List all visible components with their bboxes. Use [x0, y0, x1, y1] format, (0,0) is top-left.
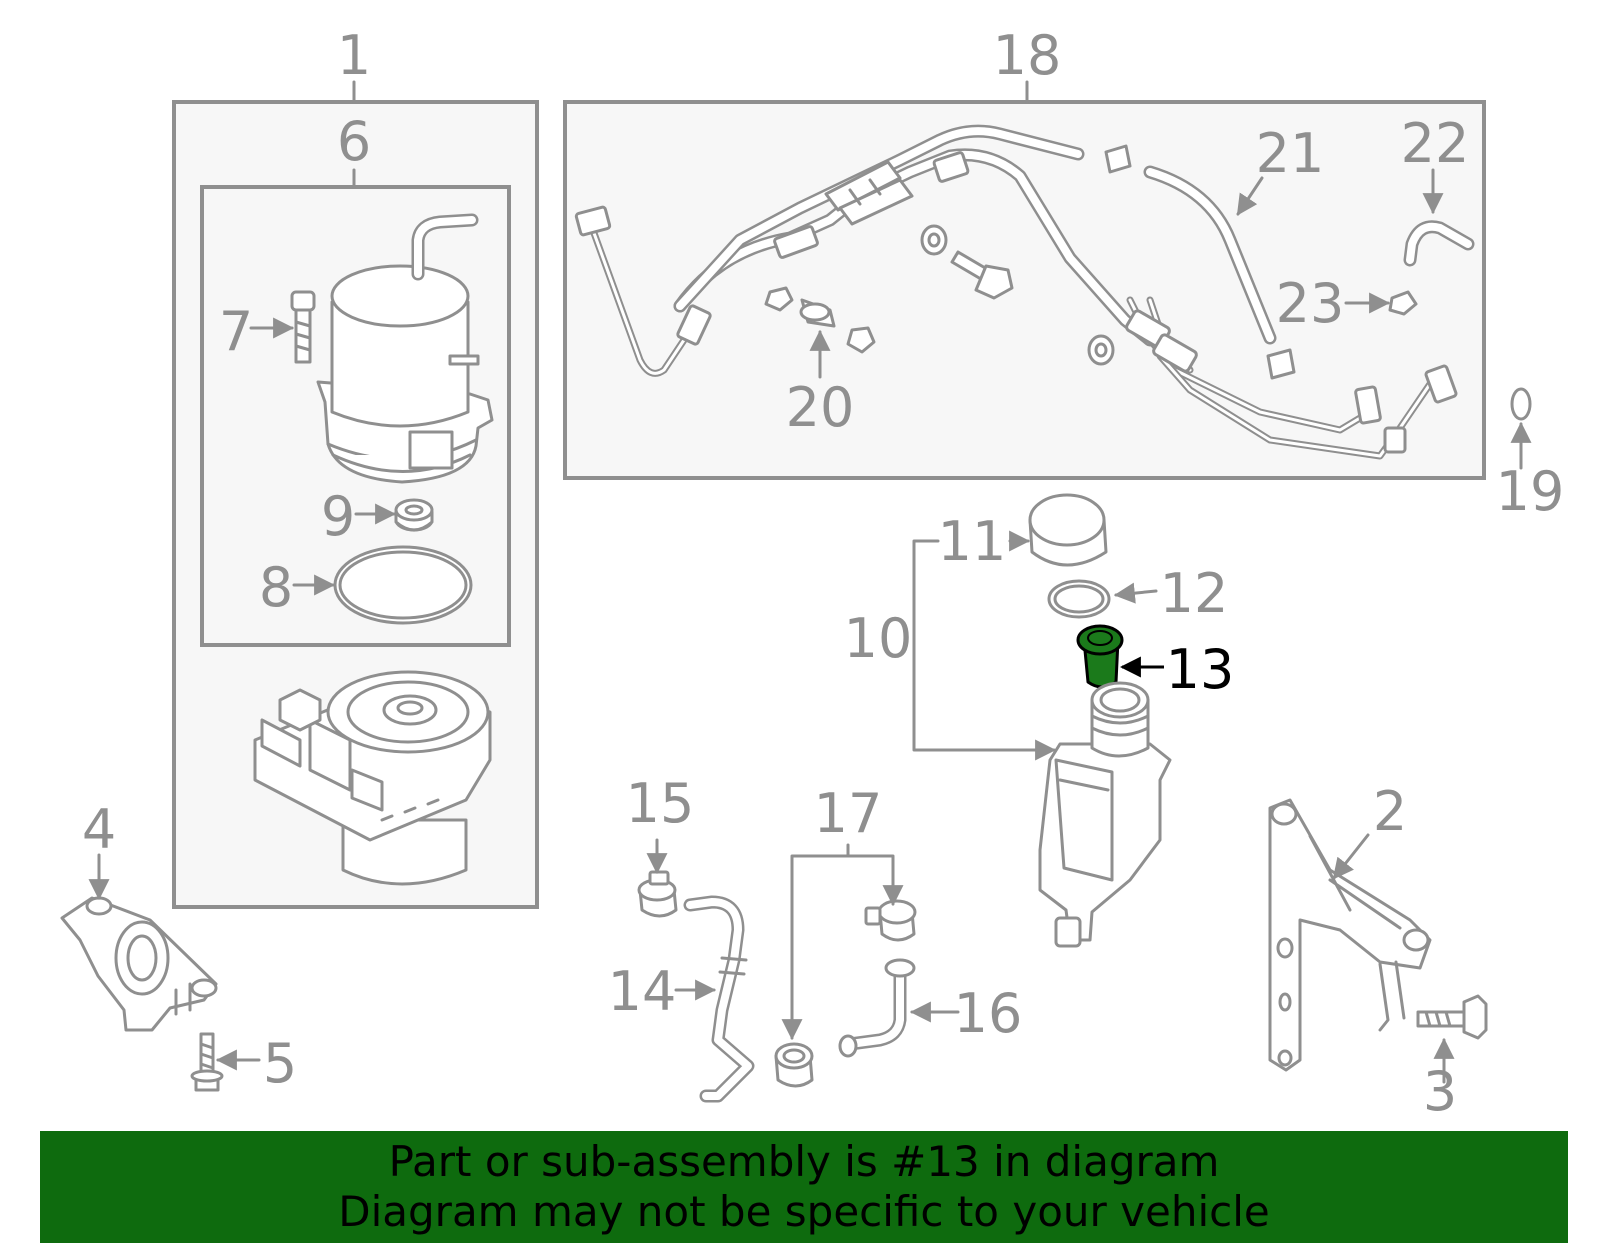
clamp-part-17-lower	[774, 1042, 814, 1088]
clip-part-23	[1388, 290, 1418, 316]
leader-10	[912, 539, 1057, 761]
pump-motor-clamp	[408, 430, 454, 470]
callout-16: 16	[954, 982, 1023, 1045]
pump-motor-part	[316, 213, 494, 484]
callout-12: 12	[1160, 562, 1229, 625]
callout-19: 19	[1496, 460, 1565, 523]
hose-part-22	[1403, 220, 1475, 267]
banner-line-part-number: Part or sub-assembly is #13 in diagram	[388, 1137, 1220, 1186]
return-hose-part-21	[1143, 165, 1277, 345]
bolt-part-3	[1416, 994, 1488, 1040]
filter-part-13	[1076, 624, 1124, 689]
callout-9: 9	[321, 485, 355, 548]
callout-21: 21	[1256, 122, 1325, 185]
clamp-part-17-upper	[864, 899, 917, 942]
hose-lines-group-box	[563, 100, 1486, 480]
callout-5: 5	[263, 1032, 297, 1095]
bracket-part-4	[60, 896, 218, 1032]
bolt-lines-mount	[950, 250, 1014, 300]
pressure-switch-part-20	[764, 286, 876, 354]
clamp-part-15	[637, 870, 678, 918]
o-ring-part-8	[333, 545, 473, 625]
hose-part-14	[683, 895, 755, 1103]
bracket-part-2	[1268, 798, 1432, 1072]
callout-6: 6	[337, 110, 371, 173]
leader-17-bracket	[790, 843, 895, 1038]
callout-7: 7	[219, 300, 253, 363]
callout-10: 10	[844, 607, 913, 670]
callout-22: 22	[1401, 112, 1470, 175]
callout-18: 18	[993, 24, 1062, 87]
reservoir-part-10	[1038, 681, 1172, 948]
leader-2	[1332, 833, 1370, 880]
callout-4: 4	[82, 798, 116, 861]
seal-part-12	[1047, 579, 1111, 619]
callout-20: 20	[786, 376, 855, 439]
pump-body-part	[253, 670, 492, 886]
hose-clip-small	[1104, 144, 1296, 380]
callout-2: 2	[1373, 780, 1407, 843]
callout-13-highlighted: 13	[1166, 638, 1235, 701]
callout-17: 17	[814, 782, 883, 845]
o-ring-part-19	[1510, 387, 1532, 421]
callout-15: 15	[626, 772, 695, 835]
pressure-lines-part	[574, 124, 1458, 460]
callout-14: 14	[608, 960, 677, 1023]
info-banner: Part or sub-assembly is #13 in diagram D…	[40, 1131, 1568, 1243]
callout-3: 3	[1423, 1060, 1457, 1123]
grommet-part-9	[394, 498, 434, 532]
reservoir-cap-part-11	[1028, 493, 1108, 567]
leader-21	[1236, 176, 1264, 216]
callout-8: 8	[259, 556, 293, 619]
bolt-part-7	[290, 290, 316, 364]
banner-line-disclaimer: Diagram may not be specific to your vehi…	[338, 1187, 1270, 1236]
callout-23: 23	[1276, 272, 1345, 335]
leader-12	[1113, 582, 1158, 604]
hose-part-16	[838, 958, 916, 1058]
grommet-pair	[920, 224, 1115, 366]
bolt-part-5	[190, 1032, 224, 1092]
callout-11: 11	[938, 510, 1007, 573]
callout-1: 1	[337, 24, 371, 87]
